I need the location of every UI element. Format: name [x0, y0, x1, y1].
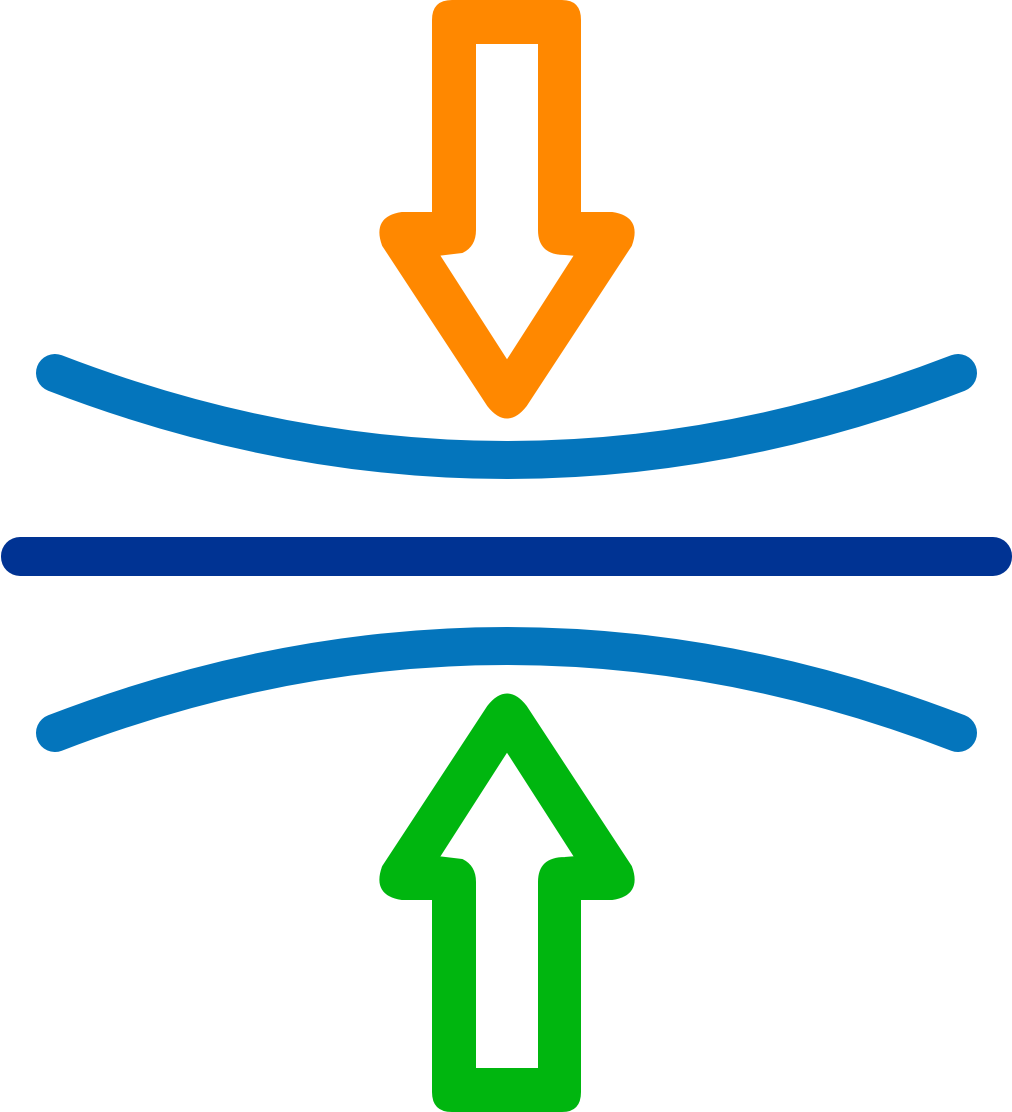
arrow-down-outline-icon [379, 0, 635, 419]
horizontal-bar-icon [1, 537, 1012, 576]
upper-bent-line-icon [36, 354, 977, 479]
lower-bent-line-icon [36, 627, 977, 752]
arrow-up-outline-icon [379, 693, 635, 1112]
